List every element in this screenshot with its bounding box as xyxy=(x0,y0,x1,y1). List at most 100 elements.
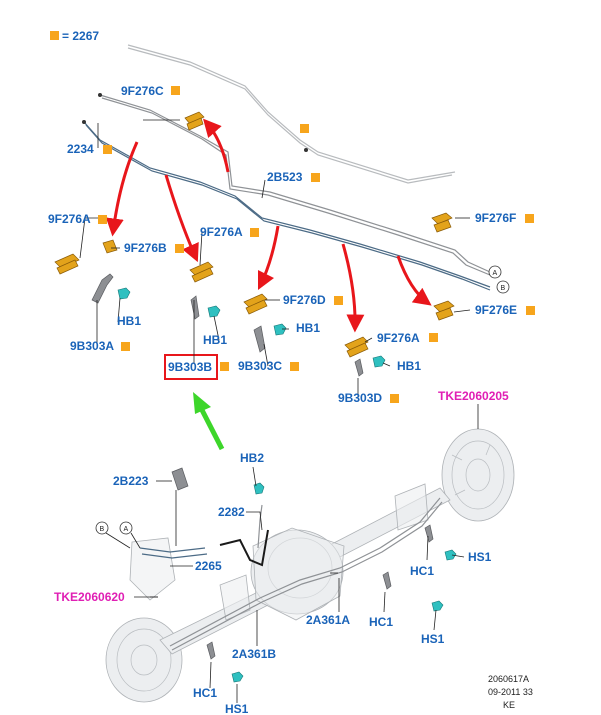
callout-hc1-b: HC1 xyxy=(369,615,393,629)
clip-9f276b xyxy=(102,239,118,254)
connector-a-marker xyxy=(488,265,502,279)
green-arrow xyxy=(193,392,225,451)
svg-text:9B303D: 9B303D xyxy=(338,391,382,405)
svg-text:HB1: HB1 xyxy=(117,314,141,328)
clip-9f276c xyxy=(184,111,205,131)
clip-9f276a-left xyxy=(54,253,80,275)
svg-text:HS1: HS1 xyxy=(225,702,249,715)
upper-leader-lines xyxy=(79,119,471,398)
callout-2a361b: 2A361B xyxy=(232,647,276,661)
footer-code: 2060617A xyxy=(488,674,529,684)
callout-hs1-c: HS1 xyxy=(225,702,249,715)
connector-b-label: B xyxy=(501,285,506,292)
connector-b-marker xyxy=(95,521,109,535)
callout-9f276a-center: 9F276A xyxy=(200,225,259,239)
callout-9f276c: 9F276C xyxy=(121,84,180,98)
bracket-9b303b xyxy=(190,295,221,320)
connector-b-label: B xyxy=(100,526,105,533)
callout-2b523: 2B523 xyxy=(267,170,320,184)
callout-9f276a-left: 9F276A xyxy=(48,212,107,226)
svg-text:9B303C: 9B303C xyxy=(238,359,282,373)
tube-end-dot xyxy=(98,93,102,97)
callout-hb1-d: HB1 xyxy=(397,359,421,373)
svg-text:HC1: HC1 xyxy=(193,686,217,700)
callout-9b303b: 9B303B xyxy=(168,360,229,374)
svg-text:9F276A: 9F276A xyxy=(377,331,420,345)
callout-tke2060205: TKE2060205 xyxy=(438,389,509,403)
callout-hb1-a: HB1 xyxy=(117,314,141,328)
svg-text:HC1: HC1 xyxy=(369,615,393,629)
svg-text:9B303A: 9B303A xyxy=(70,339,114,353)
upper-brake-tubes xyxy=(83,44,491,291)
callout-hc1-c: HC1 xyxy=(193,686,217,700)
svg-text:2A361A: 2A361A xyxy=(306,613,350,627)
clip-9f276e xyxy=(433,300,455,321)
callout-hc1-a: HC1 xyxy=(410,564,434,578)
bracket-9b303a xyxy=(91,273,131,304)
svg-text:HS1: HS1 xyxy=(421,632,445,646)
svg-text:TKE2060620: TKE2060620 xyxy=(54,590,125,604)
svg-text:9F276E: 9F276E xyxy=(475,303,517,317)
svg-text:HB1: HB1 xyxy=(203,333,227,347)
callout-9b303c: 9B303C xyxy=(238,359,299,373)
svg-text:2B223: 2B223 xyxy=(113,474,149,488)
svg-text:9F276F: 9F276F xyxy=(475,211,516,225)
svg-text:9F276C: 9F276C xyxy=(121,84,164,98)
callout-9b303a: 9B303A xyxy=(70,339,130,353)
footer-date: 09-2011 33 xyxy=(488,687,533,697)
callout-hs1-a: HS1 xyxy=(468,550,492,564)
callout-tke2060620: TKE2060620 xyxy=(54,590,125,604)
callout-2a361a: 2A361A xyxy=(306,613,350,627)
callout-9f276b: 9F276B xyxy=(124,241,184,255)
connector-a-marker xyxy=(119,521,133,535)
callout-hs1-b: HS1 xyxy=(421,632,445,646)
svg-text:2282: 2282 xyxy=(218,505,245,519)
tube-end-dot xyxy=(304,148,308,152)
svg-text:HB1: HB1 xyxy=(296,321,320,335)
callout-hb1-b: HB1 xyxy=(203,333,227,347)
clip-9f276f xyxy=(431,212,453,233)
svg-text:2A361B: 2A361B xyxy=(232,647,276,661)
red-arrows xyxy=(105,118,432,333)
callout-2282: 2282 xyxy=(218,505,245,519)
svg-text:9B303B: 9B303B xyxy=(168,360,212,374)
svg-text:9F276B: 9F276B xyxy=(124,241,167,255)
callout-hb2: HB2 xyxy=(240,451,264,465)
svg-text:9F276D: 9F276D xyxy=(283,293,326,307)
svg-text:TKE2060205: TKE2060205 xyxy=(438,389,509,403)
rear-axle-assembly xyxy=(105,428,515,703)
svg-text:9F276A: 9F276A xyxy=(200,225,243,239)
clip-9f276d xyxy=(243,293,268,315)
svg-text:HC1: HC1 xyxy=(410,564,434,578)
legend-square-marker xyxy=(50,31,59,40)
svg-text:HB1: HB1 xyxy=(397,359,421,373)
connector-a-label: A xyxy=(124,526,129,533)
bracket-9b303d xyxy=(354,355,386,377)
svg-text:HB2: HB2 xyxy=(240,451,264,465)
callout-2234: 2234 xyxy=(67,142,112,156)
svg-text:2B523: 2B523 xyxy=(267,170,303,184)
callout-hb1-c: HB1 xyxy=(296,321,320,335)
callout-9f276f: 9F276F xyxy=(475,211,534,225)
clip-9f276a-center xyxy=(189,261,214,283)
callout-9f276a-right: 9F276A xyxy=(377,331,438,345)
svg-text:HS1: HS1 xyxy=(468,550,492,564)
svg-text:2265: 2265 xyxy=(195,559,222,573)
connector-b-marker xyxy=(496,280,510,294)
callout-2265: 2265 xyxy=(195,559,222,573)
svg-text:9F276A: 9F276A xyxy=(48,212,91,226)
footer-initials: KE xyxy=(503,700,515,710)
callout-2b223: 2B223 xyxy=(113,474,149,488)
callout-square xyxy=(300,124,309,133)
bracket-9b303c xyxy=(253,323,287,353)
legend-text: = 2267 xyxy=(62,29,99,43)
callout-9f276d: 9F276D xyxy=(283,293,343,307)
callout-9b303d: 9B303D xyxy=(338,391,399,405)
tube-end-dot xyxy=(82,120,86,124)
connector-a-label: A xyxy=(493,270,498,277)
callout-9f276e: 9F276E xyxy=(475,303,535,317)
lower-leader-lines xyxy=(105,404,479,703)
clip-9f276a-right xyxy=(344,336,369,358)
highlight-box xyxy=(164,354,218,380)
